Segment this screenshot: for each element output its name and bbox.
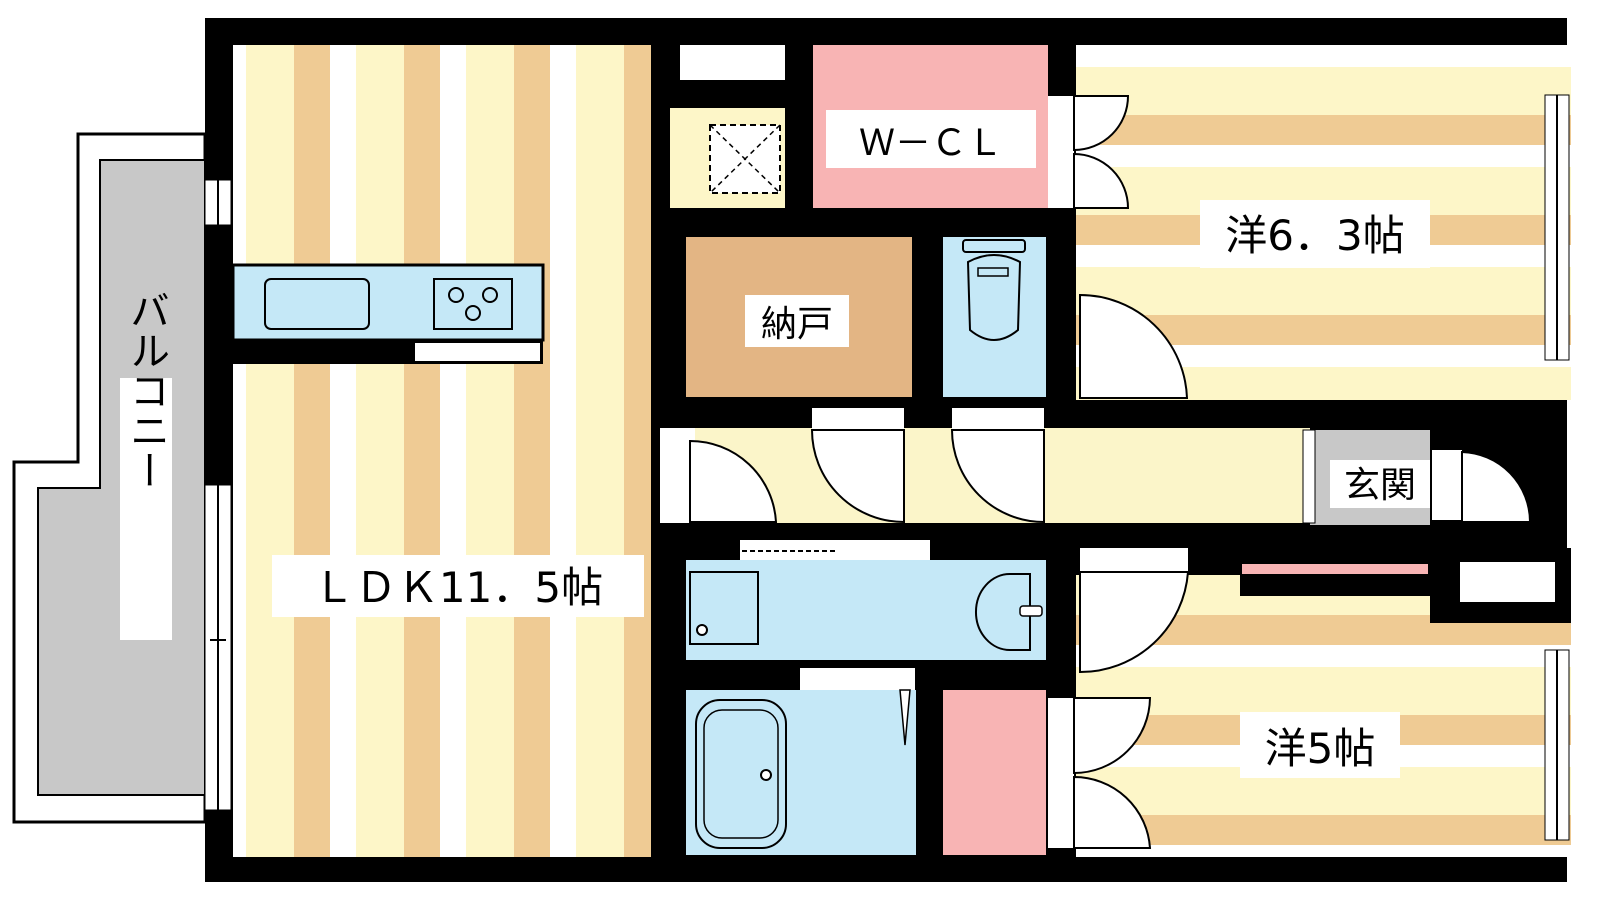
western-small-label: 洋5帖 (1265, 724, 1376, 773)
room-walk-in-closet: Ｗ－ＣＬ (813, 45, 1048, 208)
toilet-tank-icon (962, 239, 1026, 253)
ldk-label-bg (272, 555, 644, 617)
room-ldk: ＬＤＫ11．5帖 (231, 45, 651, 857)
storage-label: 納戸 (761, 304, 833, 345)
room-bathroom (686, 668, 916, 855)
western-small-label-bg (1240, 712, 1400, 778)
hallway (660, 408, 1310, 524)
stove-icon (433, 278, 513, 330)
shelf-top (680, 45, 785, 80)
wcl-label-bg (826, 110, 1036, 168)
wcl-label: Ｗ－ＣＬ (859, 123, 1003, 164)
kitchen-sink-icon (264, 278, 370, 330)
storage-label-bg (745, 295, 849, 347)
entrance-label-bg (1330, 460, 1430, 508)
front-door (1461, 450, 1532, 523)
room-toilet (943, 237, 1046, 397)
room-western-large: 洋6．3帖 (1048, 45, 1571, 400)
closet-bottom (943, 690, 1046, 855)
room-western-small: 洋5帖 (1048, 548, 1571, 857)
entrance: 玄関 (1302, 429, 1532, 525)
room-storage: 納戸 (686, 237, 912, 397)
hatch-area (670, 108, 785, 208)
entrance-label: 玄関 (1344, 465, 1416, 506)
balcony: バルコニー (12, 132, 207, 824)
balcony-label-bg (120, 378, 172, 640)
wash-basin-icon (975, 573, 1031, 651)
balcony-label: バルコニー (123, 290, 169, 490)
room-washroom (686, 540, 1046, 660)
bathtub-icon (695, 699, 787, 849)
western-large-label-bg (1200, 200, 1430, 268)
western-large-label: 洋6．3帖 (1225, 211, 1404, 260)
ldk-label: ＬＤＫ11．5帖 (313, 563, 603, 612)
